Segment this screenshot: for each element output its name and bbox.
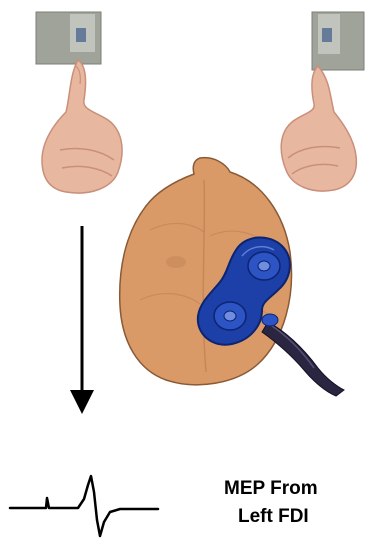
- mep-label-line2: Left FDI: [238, 506, 309, 528]
- right-button-press: [281, 12, 364, 191]
- finger-press-right-icon: [281, 66, 356, 191]
- right-button-key: [322, 28, 332, 42]
- mep-waveform-icon: [10, 476, 158, 536]
- finger-press-left-icon: [42, 60, 122, 193]
- mep-label-line1: MEP From: [224, 478, 318, 500]
- left-button-press: [36, 12, 122, 193]
- left-button-key: [76, 28, 86, 42]
- down-arrow-icon: [70, 226, 94, 414]
- coil-handle: [262, 322, 344, 396]
